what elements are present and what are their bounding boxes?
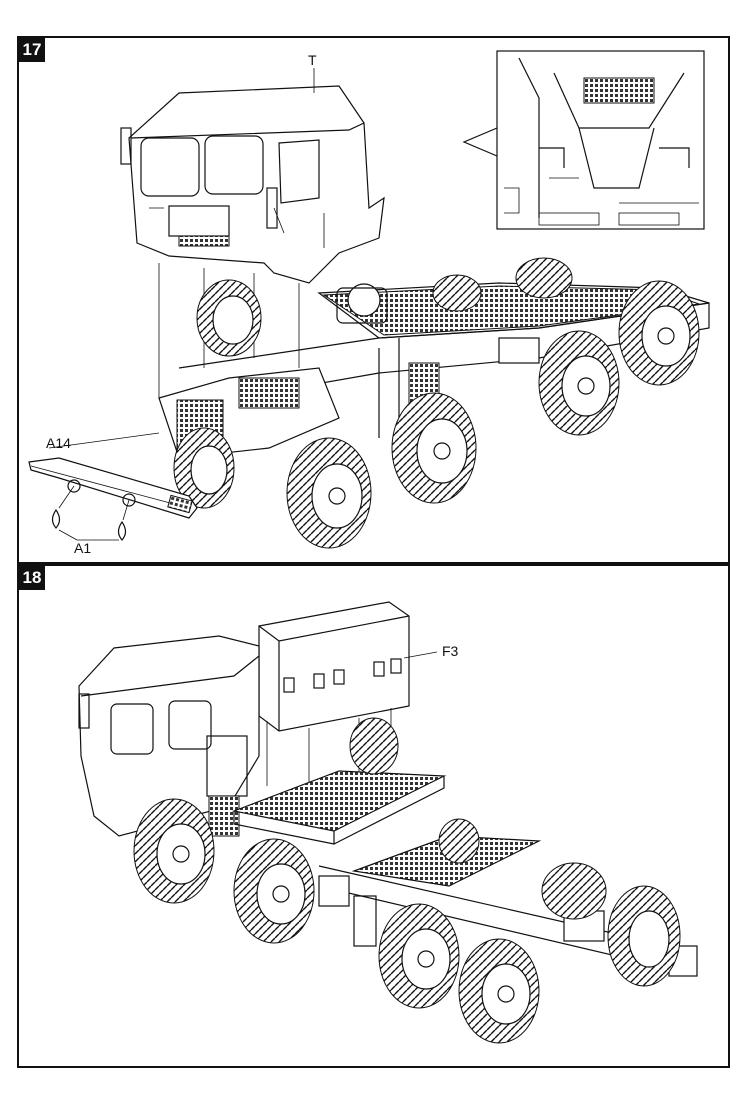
detail-inset bbox=[462, 50, 705, 230]
label-box-f3: F3 bbox=[442, 643, 459, 659]
wheels bbox=[133, 717, 681, 1044]
bumper-part-a14 bbox=[28, 432, 198, 519]
label-bumper-a14: A14 bbox=[46, 435, 71, 451]
step-17-illustration: T A14 A1 bbox=[28, 50, 710, 556]
label-cab-t: T bbox=[308, 52, 317, 68]
step-18-panel: 18 F3 bbox=[17, 564, 730, 1068]
step-17-panel: 17 bbox=[17, 36, 730, 564]
hooks-part-a1 bbox=[51, 485, 130, 541]
wheels bbox=[173, 257, 700, 549]
box-part-f3 bbox=[258, 601, 410, 796]
cab-part-t bbox=[120, 85, 385, 284]
label-hooks-a1: A1 bbox=[74, 540, 91, 556]
step-number-badge: 18 bbox=[19, 566, 45, 590]
step-number-badge: 17 bbox=[19, 38, 45, 62]
step-18-illustration: F3 bbox=[78, 601, 698, 1044]
